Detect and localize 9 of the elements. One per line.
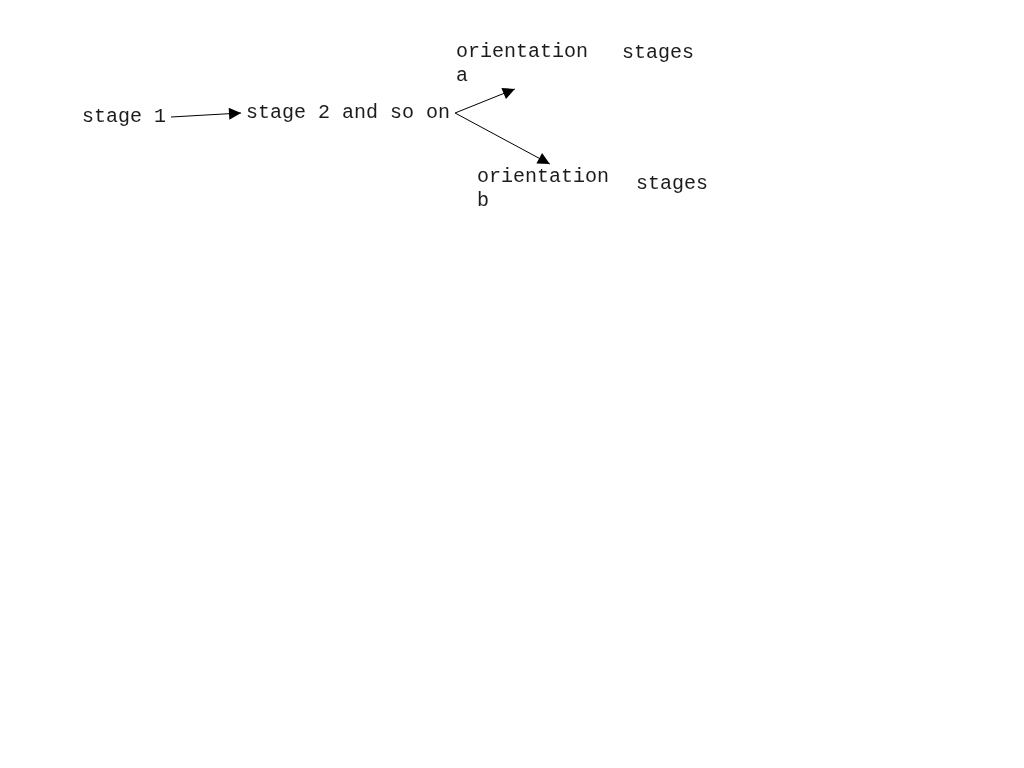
flow-text: orientation b — [477, 165, 617, 213]
side-label: stages — [622, 41, 694, 65]
flow-text: orientation a — [456, 40, 596, 88]
arrow — [170, 107, 242, 120]
flow-text: stage 2 and so on — [246, 101, 451, 125]
arrow — [454, 112, 551, 165]
arrow — [454, 87, 516, 114]
flow-text: stage 1 — [82, 105, 166, 129]
side-label: stages — [636, 172, 708, 196]
